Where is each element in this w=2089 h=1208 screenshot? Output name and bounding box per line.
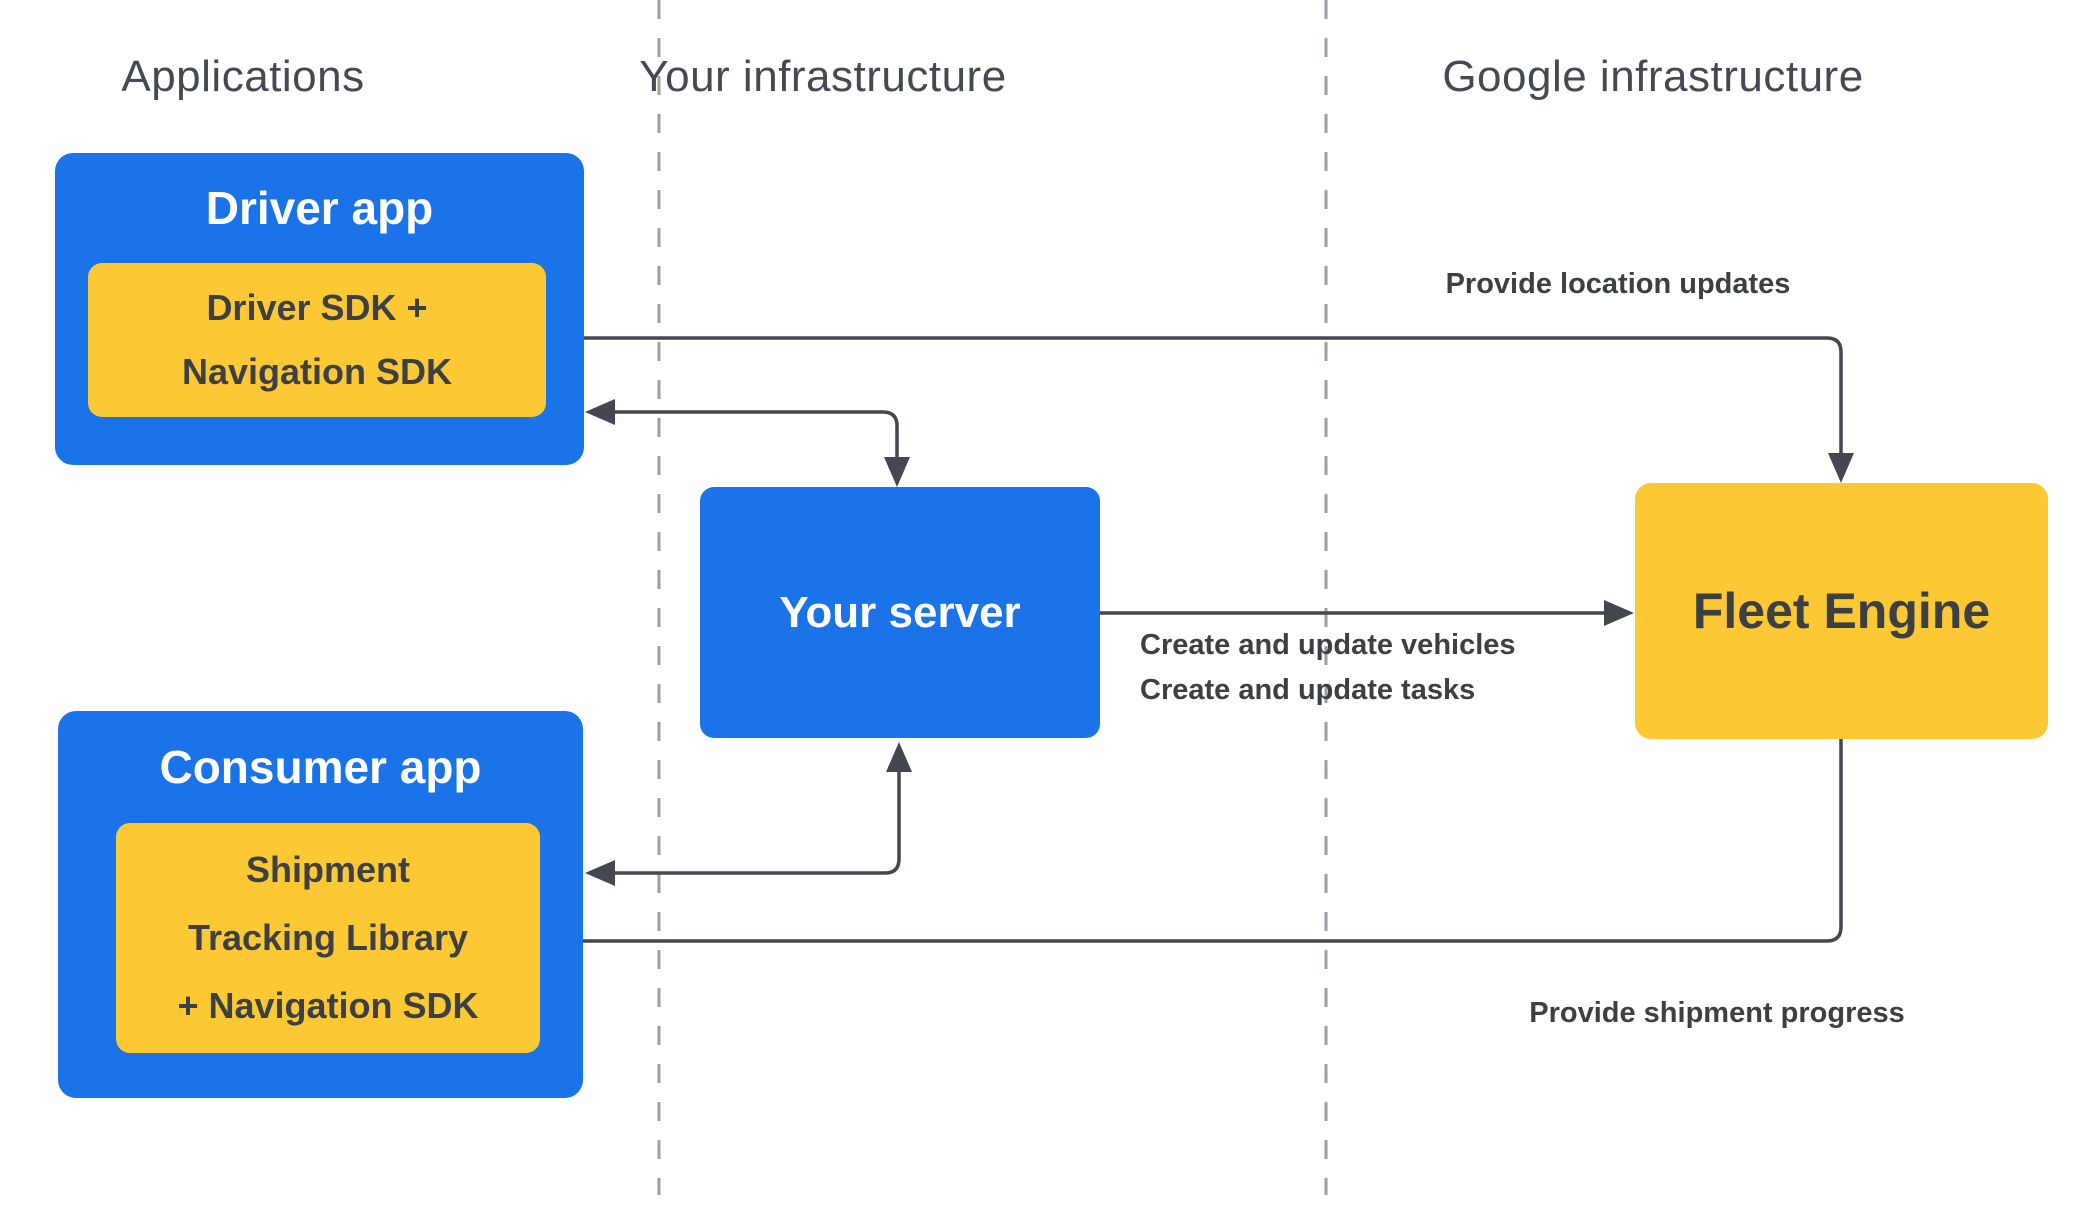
arrow-driver-sdk-fleet-engine <box>576 336 1843 453</box>
arrowhead-into-fleet-engine-left <box>1604 600 1634 626</box>
arrow-driver-app-your-server <box>615 410 899 457</box>
column-header-google-infrastructure: Google infrastructure <box>1442 52 1864 101</box>
your-server-box: Your server <box>700 487 1100 738</box>
arrowhead-into-fleet-engine-top <box>1828 453 1854 483</box>
arrowhead-into-driver-app <box>585 399 615 425</box>
label-create-update-tasks: Create and update tasks <box>1140 674 1476 706</box>
fleet-engine-box: Fleet Engine <box>1635 483 2048 739</box>
arrow-consumer-app-your-server <box>615 772 901 875</box>
consumer-app-title: Consumer app <box>159 741 482 793</box>
shipment-library-label-line2: Tracking Library <box>187 917 469 958</box>
your-server-title: Your server <box>779 587 1021 637</box>
shipment-library-label-line3: + Navigation SDK <box>177 985 479 1026</box>
shipment-tracking-library-box: Shipment Tracking Library + Navigation S… <box>116 823 540 1053</box>
shipment-library-label-line1: Shipment <box>245 849 410 890</box>
driver-app-box: Driver app Driver SDK + Navigation SDK <box>55 153 584 465</box>
driver-sdk-label-line2: Navigation SDK <box>181 351 453 392</box>
consumer-app-box: Consumer app Shipment Tracking Library +… <box>58 711 583 1098</box>
driver-sdk-box: Driver SDK + Navigation SDK <box>88 263 546 417</box>
label-provide-shipment-progress: Provide shipment progress <box>1529 997 1905 1029</box>
arrow-fleet-engine-shipment-library <box>570 739 1843 943</box>
column-header-your-infrastructure: Your infrastructure <box>639 52 1007 101</box>
arrowhead-into-your-server-bottom <box>886 742 912 772</box>
arrowhead-into-your-server-top <box>884 457 910 487</box>
arrowhead-into-consumer-app <box>585 860 615 886</box>
driver-app-title: Driver app <box>205 182 434 234</box>
fleet-engine-title: Fleet Engine <box>1692 583 1991 639</box>
label-create-update-vehicles: Create and update vehicles <box>1140 629 1516 661</box>
column-header-applications: Applications <box>121 52 365 101</box>
driver-sdk-label-line1: Driver SDK + <box>206 287 428 328</box>
label-provide-location-updates: Provide location updates <box>1445 268 1791 300</box>
